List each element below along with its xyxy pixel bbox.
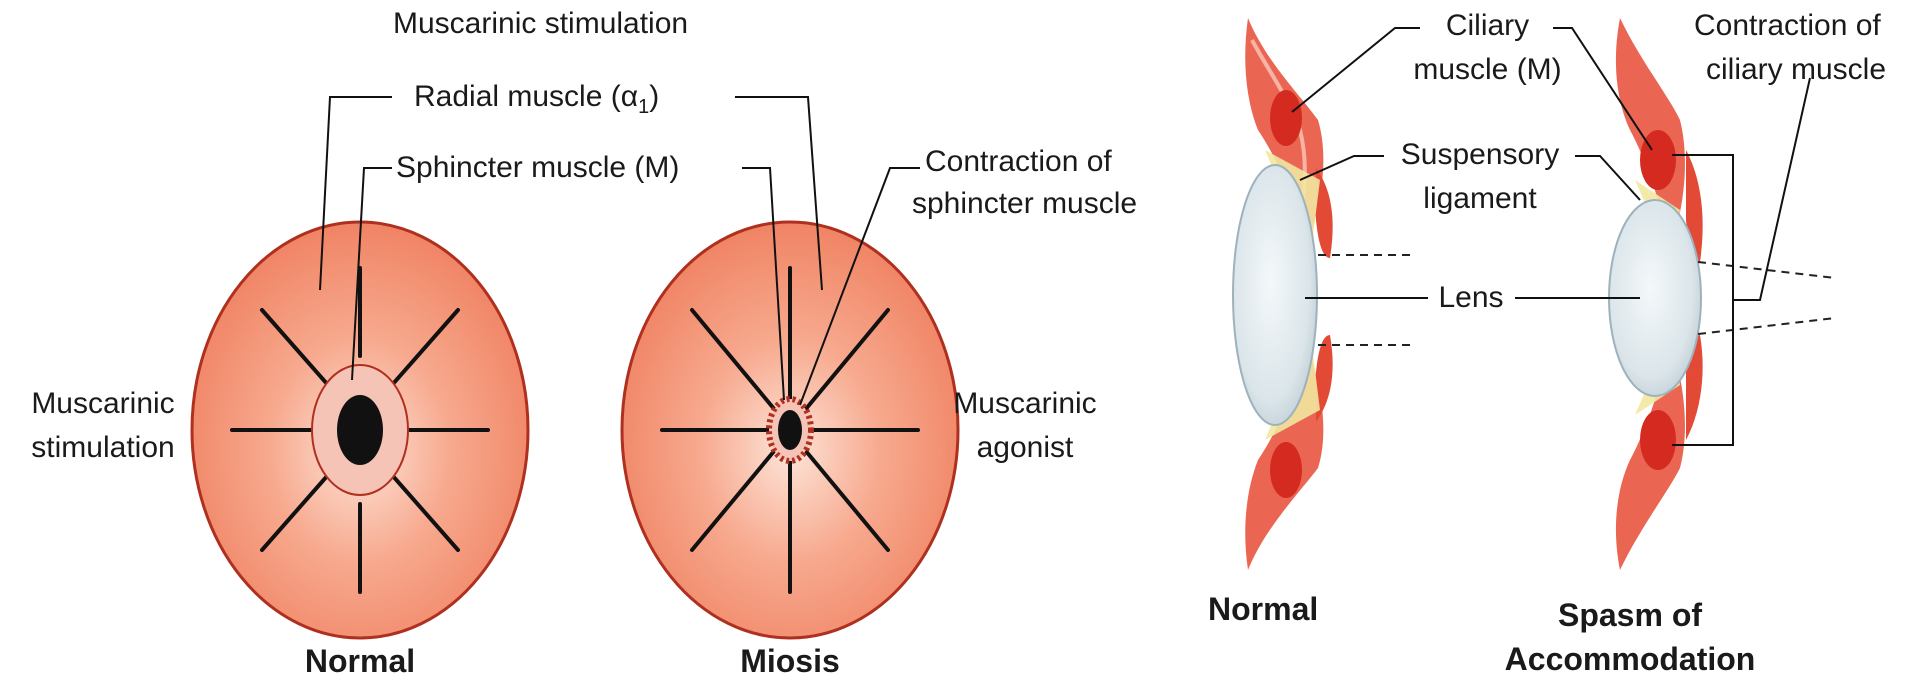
left-muscarinic-line2: stimulation: [18, 430, 188, 466]
iris-miosis: [622, 222, 958, 638]
miosis-caption: Miosis: [710, 642, 870, 680]
ciliary-muscle-normal-bottom: [1270, 442, 1302, 498]
ciliary-muscle-line2: muscle (M): [1405, 52, 1570, 88]
ciliary-leader-lines: [1292, 28, 1810, 445]
contraction-sphincter-line1: Contraction of: [925, 144, 1112, 180]
lens-normal: [1233, 165, 1317, 425]
iris-normal-caption: Normal: [270, 642, 450, 680]
contraction-ciliary-line2: ciliary muscle: [1706, 52, 1886, 88]
iris-top-title: Muscarinic stimulation: [393, 6, 688, 42]
ciliary-normal: [1233, 18, 1412, 570]
left-muscarinic-line1: Muscarinic: [18, 386, 188, 422]
pupil-normal: [337, 395, 383, 465]
ciliary-spasm: [1609, 18, 1835, 570]
radial-muscle-text: Radial muscle (α: [414, 80, 638, 113]
ciliary-muscle-line1: Ciliary: [1415, 8, 1560, 44]
radial-muscle-label: Radial muscle (α1): [414, 79, 659, 125]
contraction-ciliary-line1: Contraction of: [1694, 8, 1881, 44]
suspensory-ligament-line1: Suspensory: [1380, 137, 1580, 173]
spasm-caption-line1: Spasm of: [1500, 596, 1760, 634]
contraction-sphincter-line2: sphincter muscle: [912, 186, 1137, 222]
right-muscarinic-line2: agonist: [950, 430, 1100, 466]
ciliary-muscle-normal-top: [1270, 90, 1302, 146]
spasm-caption-line2: Accommodation: [1490, 640, 1770, 678]
ciliary-normal-caption: Normal: [1208, 590, 1318, 628]
right-muscarinic-line1: Muscarinic: [950, 386, 1100, 422]
radial-muscle-close: ): [649, 80, 659, 113]
sphincter-muscle-label: Sphincter muscle (M): [396, 150, 679, 186]
lens-label: Lens: [1428, 280, 1514, 316]
iris-normal: [192, 222, 528, 638]
suspensory-ligament-line2: ligament: [1380, 181, 1580, 217]
ciliary-muscle-spasm-bottom: [1640, 410, 1676, 470]
pupil-miosis: [778, 410, 802, 450]
radial-muscle-sub: 1: [638, 96, 649, 118]
